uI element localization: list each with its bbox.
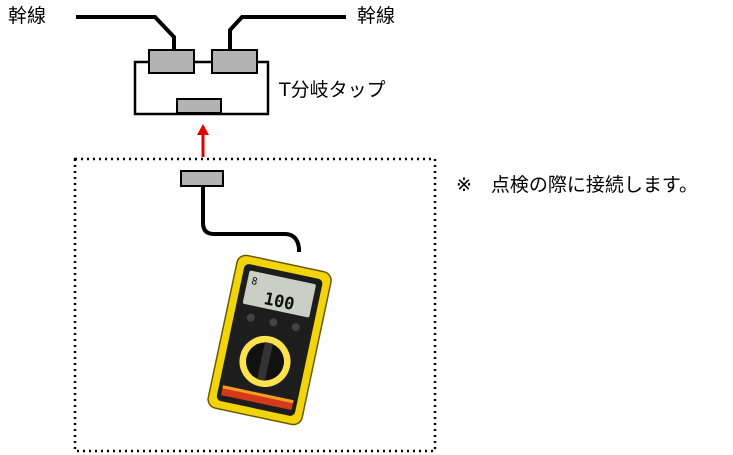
trunk-line-left <box>76 15 176 52</box>
tap-connector-left <box>148 49 195 74</box>
meter-range-indicator: 8 <box>250 276 258 288</box>
multimeter-icon: 8 100 <box>207 254 332 426</box>
arrow-up-icon <box>197 124 209 157</box>
trunk-line-right <box>228 15 346 52</box>
t-branch-tap-label: T分岐タップ <box>279 79 386 101</box>
trunk-label-right: 幹線 <box>357 5 396 27</box>
inspection-region-border <box>73 157 437 453</box>
inspection-note: ※ 点検の際に接続します。 <box>456 174 699 196</box>
meter-plug <box>180 170 224 187</box>
tap-connector-right <box>211 49 258 74</box>
meter-cable <box>201 186 301 252</box>
tap-connector-bottom <box>176 98 222 114</box>
trunk-label-left: 幹線 <box>8 5 47 27</box>
